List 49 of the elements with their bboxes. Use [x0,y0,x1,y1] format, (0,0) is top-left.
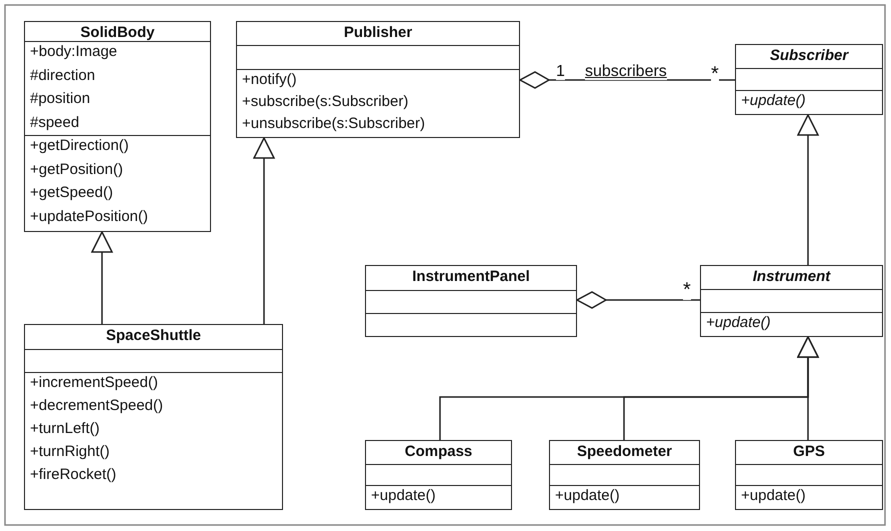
class-name: SpaceShuttle [106,327,202,344]
aggregation-line [576,291,700,309]
aggregation-line [519,71,735,89]
method-text: +update() [741,92,806,109]
method-text: +decrementSpeed() [30,397,163,414]
multiplicity-label: 1 [556,64,565,80]
method-text: +getPosition() [30,160,123,178]
method-text: +incrementSpeed() [30,374,158,391]
class-box [24,21,211,232]
class-name: SolidBody [80,24,155,41]
class-box [735,44,883,115]
method-text: +turnRight() [30,443,110,460]
method-text: +update() [371,487,436,504]
method-text: +update() [741,487,806,504]
method-text: +unsubscribe(s:Subscriber) [242,115,425,132]
method-text: +updatePosition() [30,208,148,224]
class-box [700,265,883,337]
method-text: +getSpeed() [30,184,113,201]
multiplicity-label: * [711,64,719,84]
class-box [236,21,520,138]
generalization-arrow [91,231,113,324]
class-name: Publisher [344,24,412,41]
method-text: +notify() [242,71,297,88]
class-box [365,440,512,510]
generalization-arrow [797,336,819,440]
method-text: +fireRocket() [30,466,116,483]
class-box [549,440,700,510]
generalization-arrow [797,114,819,265]
class-box [735,440,883,510]
class-name: Speedometer [576,443,672,460]
method-text: +getDirection() [30,137,129,154]
method-text: +turnLeft() [30,420,100,437]
method-text: +subscribe(s:Subscriber) [242,93,408,110]
multiplicity-label: * [683,280,691,300]
class-box [365,265,577,337]
attribute-text: #speed [30,114,80,130]
method-text: +update() [706,314,771,331]
class-name: InstrumentPanel [412,268,530,285]
class-name: Instrument [752,268,830,285]
attribute-text: +body:Image [30,43,118,60]
attribute-text: #position [30,90,90,107]
method-text: +update() [555,487,620,504]
class-name: GPS [793,443,825,460]
attribute-text: #direction [30,66,96,84]
class-box [24,324,283,510]
edge-label: subscribers [585,64,667,80]
class-name: Compass [404,443,472,460]
generalization-arrow [253,137,275,324]
class-name: Subscriber [770,47,848,64]
